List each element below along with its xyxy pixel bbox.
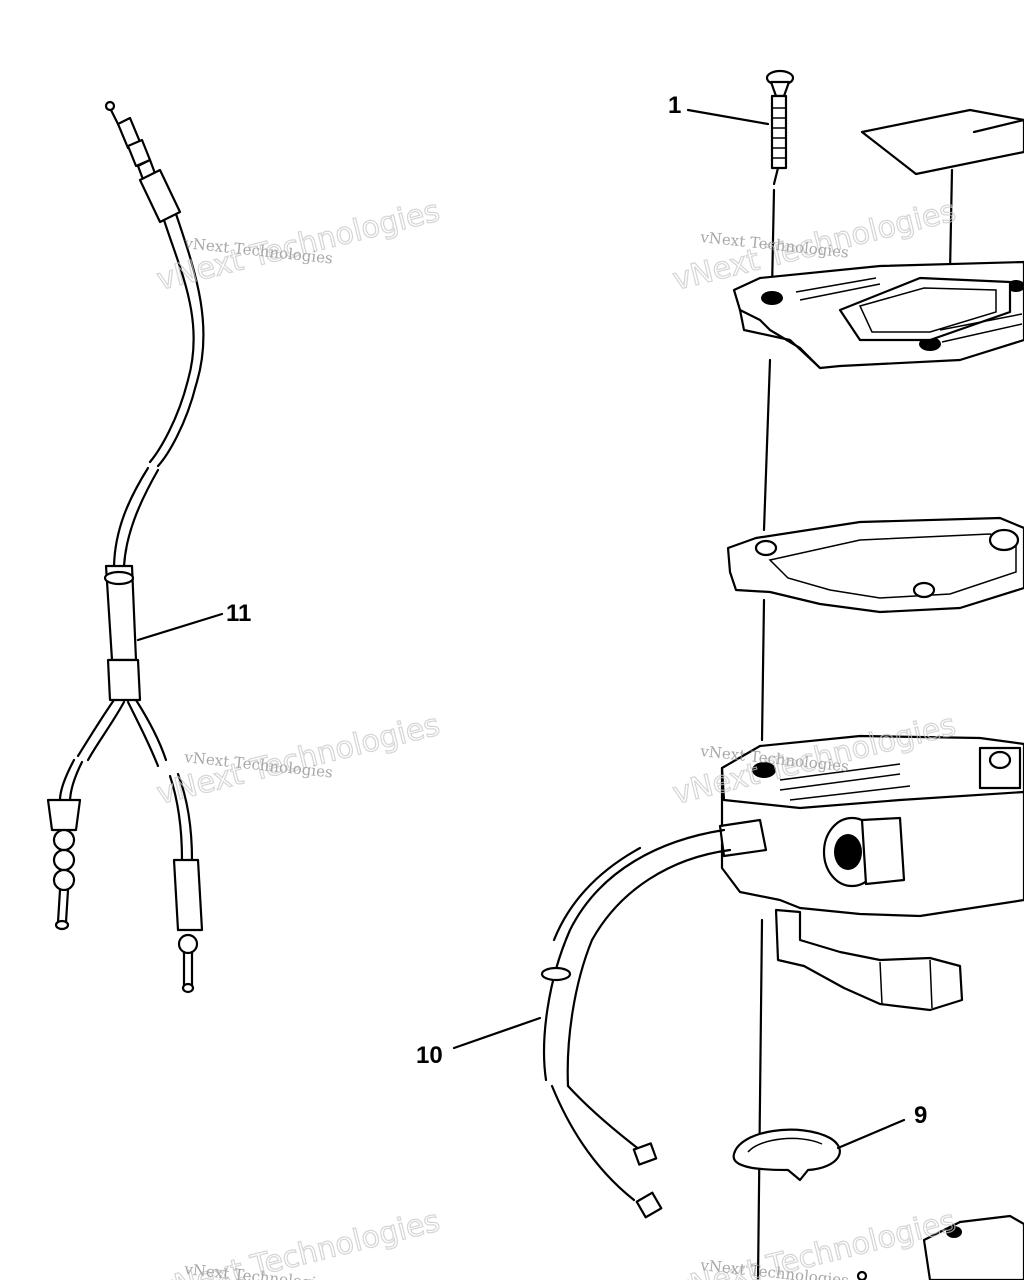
label-plate — [860, 108, 1024, 274]
part-9-clip — [732, 1128, 841, 1182]
leader-lines — [136, 108, 1024, 1150]
cover-plate — [732, 260, 1024, 370]
callout-11: 11 — [226, 600, 251, 627]
leader-9 — [836, 1118, 906, 1150]
callout-1: 1 — [668, 92, 681, 119]
watermark-6: vNext Technologies vNext Technologies — [669, 1203, 960, 1285]
watermark-1: vNext Technologies vNext Technologies — [153, 193, 444, 298]
housing — [720, 734, 1024, 1012]
gasket — [726, 516, 1024, 614]
callout-10: 10 — [416, 1042, 443, 1069]
part-10-wire-harness — [540, 818, 768, 1219]
callout-9: 9 — [914, 1102, 927, 1129]
leader-label-plate — [972, 118, 1024, 134]
leader-1 — [686, 108, 770, 126]
leader-10 — [452, 1016, 542, 1050]
watermark-3: vNext Technologies vNext Technologies — [153, 707, 444, 812]
leader-11 — [136, 612, 224, 642]
part-11-cable-harness — [46, 100, 205, 994]
part-1-screw — [756, 69, 795, 1282]
watermark-5: vNext Technologies vNext Technologies — [153, 1203, 444, 1285]
